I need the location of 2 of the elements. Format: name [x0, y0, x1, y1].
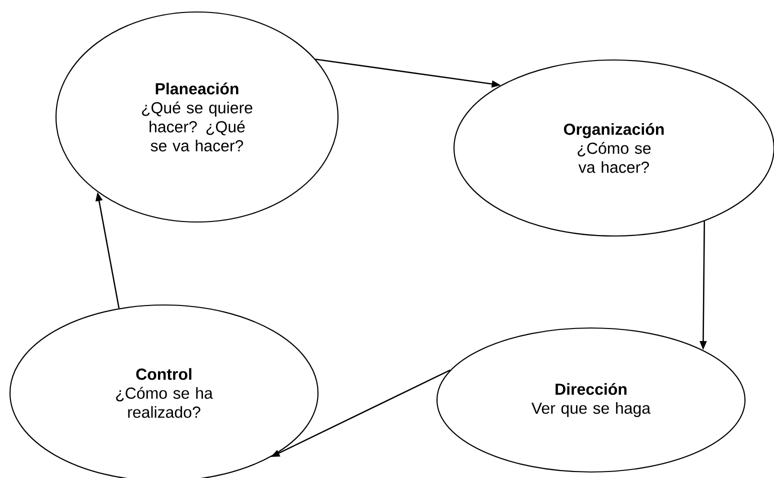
ellipse-node: Dirección Ver que se haga	[436, 327, 746, 473]
ellipse-node: Planeación ¿Qué se quiere hacer? ¿Qué se va hacer?	[55, 11, 339, 223]
